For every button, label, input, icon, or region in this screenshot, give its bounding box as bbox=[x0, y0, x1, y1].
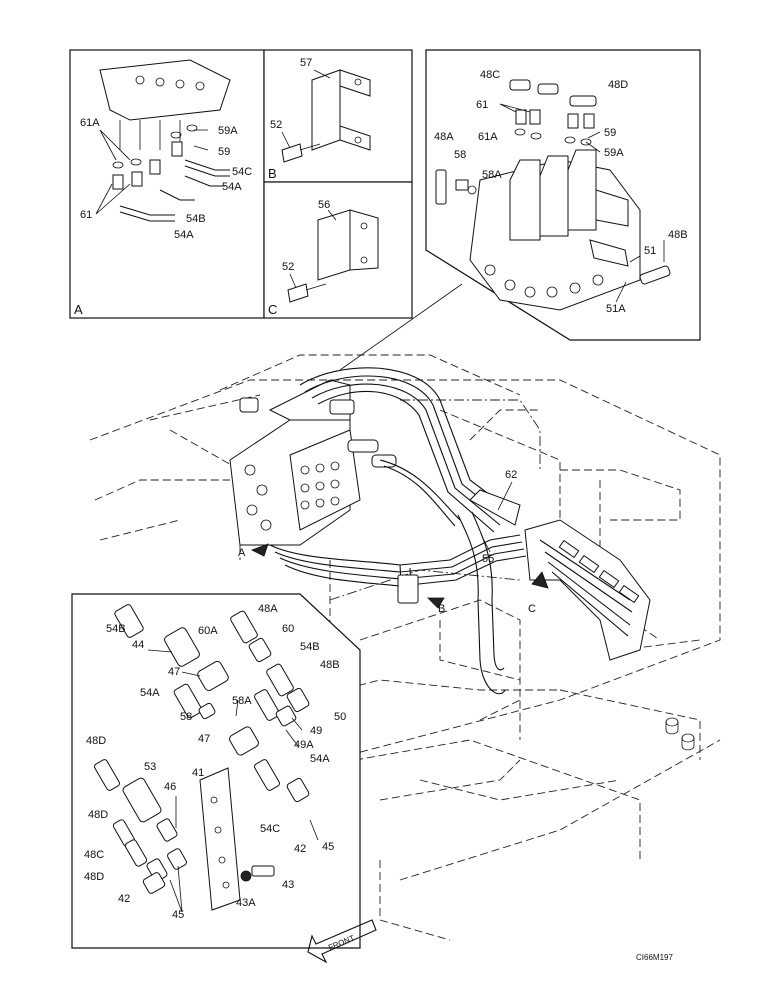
a-label-61: 61 bbox=[80, 209, 92, 221]
b-label-57: 57 bbox=[300, 57, 312, 69]
v-label-61: 61 bbox=[476, 99, 488, 111]
panel-c-letter: C bbox=[268, 302, 277, 317]
d-label-41: 41 bbox=[192, 767, 204, 779]
control-valve-main bbox=[229, 379, 397, 546]
d-label-43: 43 bbox=[282, 879, 294, 891]
d-label-54B-2: 54B bbox=[300, 641, 320, 653]
v-label-51A: 51A bbox=[606, 303, 626, 315]
d-label-46: 46 bbox=[164, 781, 176, 793]
a-label-54A-2: 54A bbox=[174, 229, 194, 241]
d-label-42-2: 42 bbox=[118, 893, 130, 905]
d-label-54A: 54A bbox=[140, 687, 160, 699]
d-label-53: 53 bbox=[144, 761, 156, 773]
b-label-52: 52 bbox=[270, 119, 282, 131]
d-label-48D-3: 48D bbox=[84, 871, 104, 883]
a-label-54A: 54A bbox=[222, 181, 242, 193]
a-label-59: 59 bbox=[218, 146, 230, 158]
detail-valve-top-right: 48C 48D 61 61A 59 59A 48A 58 58A 48B 51 … bbox=[425, 49, 701, 341]
drawing-code: CI66M197 bbox=[636, 953, 673, 962]
view-marker-a: A bbox=[238, 547, 246, 559]
d-label-45: 45 bbox=[322, 841, 334, 853]
d-label-45-2: 45 bbox=[172, 909, 184, 921]
machine-frame-outline bbox=[89, 354, 721, 941]
d-label-42: 42 bbox=[294, 843, 306, 855]
detail-fittings-bottom-left: 54B 48A 60A 60 44 54B 47 48B 54A 58A 58 … bbox=[71, 593, 361, 949]
d-label-60A: 60A bbox=[198, 625, 218, 637]
d-label-49: 49 bbox=[310, 725, 322, 737]
view-arrows: A B C 62 55 bbox=[238, 469, 549, 615]
d-label-49A: 49A bbox=[294, 739, 314, 751]
v-label-48D: 48D bbox=[608, 79, 628, 91]
d-label-58A: 58A bbox=[232, 695, 252, 707]
a-label-54C: 54C bbox=[232, 166, 252, 178]
a-label-59A: 59A bbox=[218, 125, 238, 137]
d-label-60: 60 bbox=[282, 623, 294, 635]
v-label-61A: 61A bbox=[478, 131, 498, 143]
d-label-48B: 48B bbox=[320, 659, 340, 671]
d-label-58: 58 bbox=[180, 711, 192, 723]
v-label-59A: 59A bbox=[604, 147, 624, 159]
d-label-54A-2: 54A bbox=[310, 753, 330, 765]
v-label-48B: 48B bbox=[668, 229, 688, 241]
detail-panel-b: B 57 52 bbox=[263, 49, 413, 183]
detail-panel-c: C 56 52 bbox=[263, 181, 413, 319]
label-62: 62 bbox=[505, 469, 517, 481]
d-label-48A: 48A bbox=[258, 603, 278, 615]
label-55: 55 bbox=[482, 553, 494, 565]
d-label-48D-2: 48D bbox=[88, 809, 108, 821]
c-label-56: 56 bbox=[318, 199, 330, 211]
v-label-58A: 58A bbox=[482, 169, 502, 181]
c-label-52: 52 bbox=[282, 261, 294, 273]
leader-detail-valve bbox=[339, 283, 463, 371]
panel-a-letter: A bbox=[74, 302, 83, 317]
detail-panel-a: A 61A 59A 59 54C 54A 61 54B 54A bbox=[69, 49, 265, 319]
v-label-51: 51 bbox=[644, 245, 656, 257]
d-label-44: 44 bbox=[132, 639, 144, 651]
d-label-43A: 43A bbox=[236, 897, 256, 909]
v-label-48C: 48C bbox=[480, 69, 500, 81]
d-label-54C: 54C bbox=[260, 823, 280, 835]
a-label-61A: 61A bbox=[80, 117, 100, 129]
v-label-59: 59 bbox=[604, 127, 616, 139]
d-label-50: 50 bbox=[334, 711, 346, 723]
d-label-47-2: 47 bbox=[198, 733, 210, 745]
d-label-48D: 48D bbox=[86, 735, 106, 747]
d-label-47: 47 bbox=[168, 666, 180, 678]
a-label-54B: 54B bbox=[186, 213, 206, 225]
panel-b-letter: B bbox=[268, 166, 277, 181]
view-marker-b: B bbox=[438, 603, 445, 615]
view-marker-c: C bbox=[528, 603, 536, 615]
v-label-58: 58 bbox=[454, 149, 466, 161]
d-label-48C: 48C bbox=[84, 849, 104, 861]
v-label-48A: 48A bbox=[434, 131, 454, 143]
d-label-54B: 54B bbox=[106, 623, 126, 635]
